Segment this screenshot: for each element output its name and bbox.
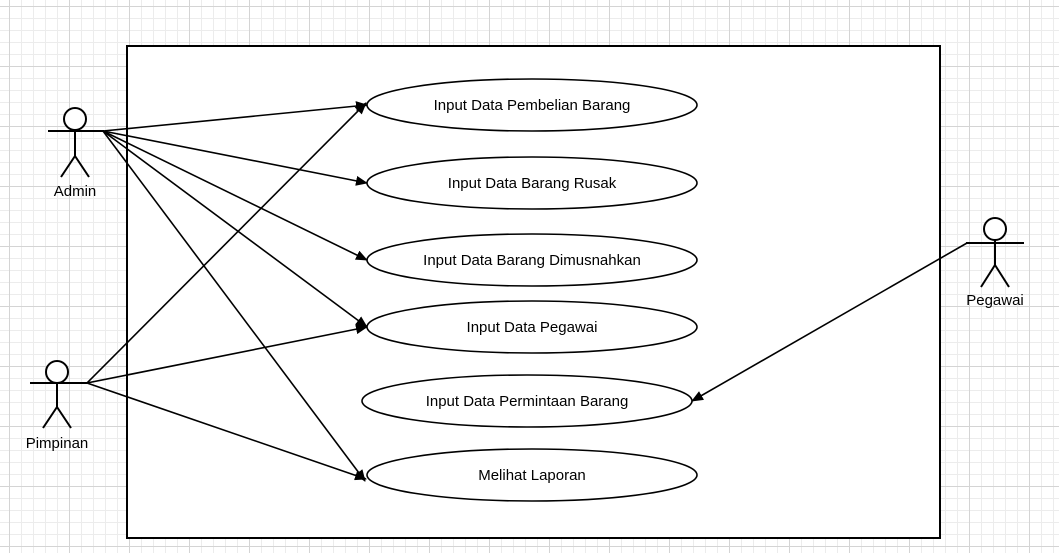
association-arrow-pimpinan-uc4 [86, 324, 368, 384]
use-case-input-data-pegawai[interactable]: Input Data Pegawai [366, 300, 698, 354]
use-case-label: Input Data Pegawai [467, 319, 598, 336]
association-arrow-admin-uc2 [102, 130, 368, 186]
association-arrow-pegawai-uc5 [691, 242, 968, 402]
actor-label: Admin [54, 183, 97, 200]
stick-figure-icon [30, 360, 87, 429]
association-arrow-admin-uc6 [102, 130, 366, 482]
use-case-input-data-barang-rusak[interactable]: Input Data Barang Rusak [366, 156, 698, 210]
use-case-label: Input Data Barang Dimusnahkan [423, 252, 641, 269]
association-arrow-admin-uc4 [102, 130, 368, 328]
use-case-ellipse [366, 300, 698, 354]
use-case-ellipse [366, 233, 698, 287]
actor-label: Pimpinan [26, 435, 89, 452]
association-arrow-admin-uc1 [102, 101, 368, 132]
actor-pegawai[interactable]: Pegawai [966, 217, 1024, 309]
associations [86, 101, 968, 482]
stick-figure-icon [966, 217, 1024, 288]
use-case-ellipse [366, 78, 698, 132]
use-case-input-data-permintaan-barang[interactable]: Input Data Permintaan Barang [361, 374, 693, 428]
use-case-label: Input Data Barang Rusak [448, 175, 617, 192]
association-arrow-pimpinan-uc1 [86, 102, 367, 384]
use-case-label: Melihat Laporan [478, 467, 586, 484]
use-case-melihat-laporan[interactable]: Melihat Laporan [366, 448, 698, 502]
actor-admin[interactable]: Admin [48, 107, 104, 200]
use-case-ellipse [366, 448, 698, 502]
actor-pimpinan[interactable]: Pimpinan [26, 360, 89, 452]
actor-label: Pegawai [966, 292, 1024, 309]
use-case-label: Input Data Pembelian Barang [434, 97, 631, 114]
use-case-ellipse [366, 156, 698, 210]
use-case-input-data-barang-dimusnahkan[interactable]: Input Data Barang Dimusnahkan [366, 233, 698, 287]
use-case-ellipse [361, 374, 693, 428]
association-arrow-pimpinan-uc6 [86, 382, 367, 481]
stick-figure-icon [48, 107, 104, 178]
use-case-label: Input Data Permintaan Barang [426, 393, 629, 410]
use-case-input-data-pembelian-barang[interactable]: Input Data Pembelian Barang [366, 78, 698, 132]
association-arrow-admin-uc3 [102, 130, 368, 261]
